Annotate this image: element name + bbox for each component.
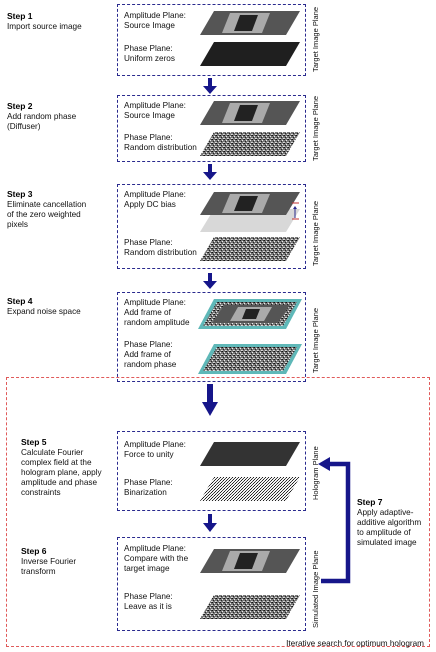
arrow-step3-to-step4 xyxy=(203,273,217,289)
step-3-phase-image xyxy=(200,236,300,262)
arrow-step5-to-step6 xyxy=(203,514,217,532)
step-2-phase-image xyxy=(200,131,300,157)
step-6-phase-image xyxy=(200,594,300,620)
feedback-arrow xyxy=(318,456,354,586)
step-4-side-label: Target Image Plane xyxy=(311,308,320,373)
arrow-step1-to-step2 xyxy=(203,78,217,94)
step-2-side-label: Target Image Plane xyxy=(311,96,320,161)
step-6-description: Inverse Fourier transform xyxy=(21,557,121,577)
step-7-description: Apply adaptive- additive algorithm to am… xyxy=(357,508,429,548)
step-1-title: Step 1 xyxy=(7,11,33,21)
step-2-description: Add random phase (Diffuser) xyxy=(7,112,117,132)
step-3-side-label: Target Image Plane xyxy=(311,201,320,266)
step-4-title: Step 4 xyxy=(7,296,33,306)
step-5-title: Step 5 xyxy=(21,437,47,447)
step-5-description: Calculate Fourier complex field at the h… xyxy=(21,448,121,498)
step-3-description: Eliminate cancellation of the zero weigh… xyxy=(7,200,117,230)
step-6-title: Step 6 xyxy=(21,546,47,556)
step-6-amplitude-image xyxy=(200,548,300,574)
step-5-phase-image xyxy=(200,476,300,502)
step-2-title: Step 2 xyxy=(7,101,33,111)
step-4-amplitude-image xyxy=(198,298,302,330)
step-1-side-label: Target Image Plane xyxy=(311,7,320,72)
step-1-amplitude-image xyxy=(200,10,300,36)
step-7-title: Step 7 xyxy=(357,497,383,507)
step-2-amplitude-image xyxy=(200,100,300,126)
step-3-amplitude-image xyxy=(200,191,300,233)
step-4-description: Expand noise space xyxy=(7,307,117,317)
step-5-amplitude-image xyxy=(200,441,300,467)
step-4-phase-image xyxy=(198,343,302,375)
arrow-step2-to-step3 xyxy=(203,164,217,180)
loop-caption: Iterative search for optimum hologram xyxy=(286,639,424,648)
step-1-phase-image xyxy=(200,41,300,67)
step-3-title: Step 3 xyxy=(7,189,33,199)
step-1-description: Import source image xyxy=(7,22,117,32)
